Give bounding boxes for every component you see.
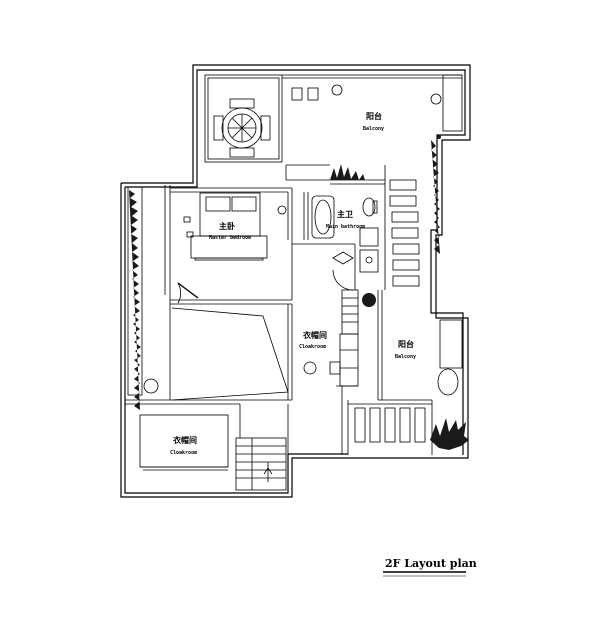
plan-title: 2F Layout plan [385,557,477,570]
plant-group-right [362,140,469,450]
label-master-bedroom-en: Master bedroom [209,235,251,241]
label-balcony-right-cn: 阳台 [398,339,414,349]
right-balcony-area [348,179,463,455]
label-main-bathroom-en: Main bathroom [326,224,365,230]
main-bathroom-area [292,192,379,291]
bottom-cloakroom-area [139,404,289,491]
label-master-bedroom-cn: 主卧 [219,221,235,231]
plan-title-block: 2F Layout plan [383,557,477,577]
staircase [235,437,287,491]
room-labels: 阳台 Balcony 主卧 Master bedroom 主卫 Main bat… [170,111,416,456]
label-cloakroom-bottom-en: Cloakroom [170,450,197,456]
bathtub [311,195,335,239]
master-bedroom-area [164,185,293,400]
label-cloakroom-center-cn: 衣帽间 [303,330,327,340]
label-main-bathroom-cn: 主卫 [337,209,353,219]
top-balcony-area [204,74,463,185]
toilet [362,197,376,217]
plant-group-top [330,135,441,180]
lower-room [125,304,293,405]
label-balcony-top-en: Balcony [363,126,384,132]
label-cloakroom-center-en: Cloakroom [299,344,326,350]
left-balcony-strip [127,186,159,410]
label-balcony-top-cn: 阳台 [366,111,382,121]
label-cloakroom-bottom-cn: 衣帽间 [173,435,197,445]
label-balcony-right-en: Balcony [395,354,416,360]
exterior-walls [120,64,471,498]
center-cloakroom-area [303,289,359,455]
